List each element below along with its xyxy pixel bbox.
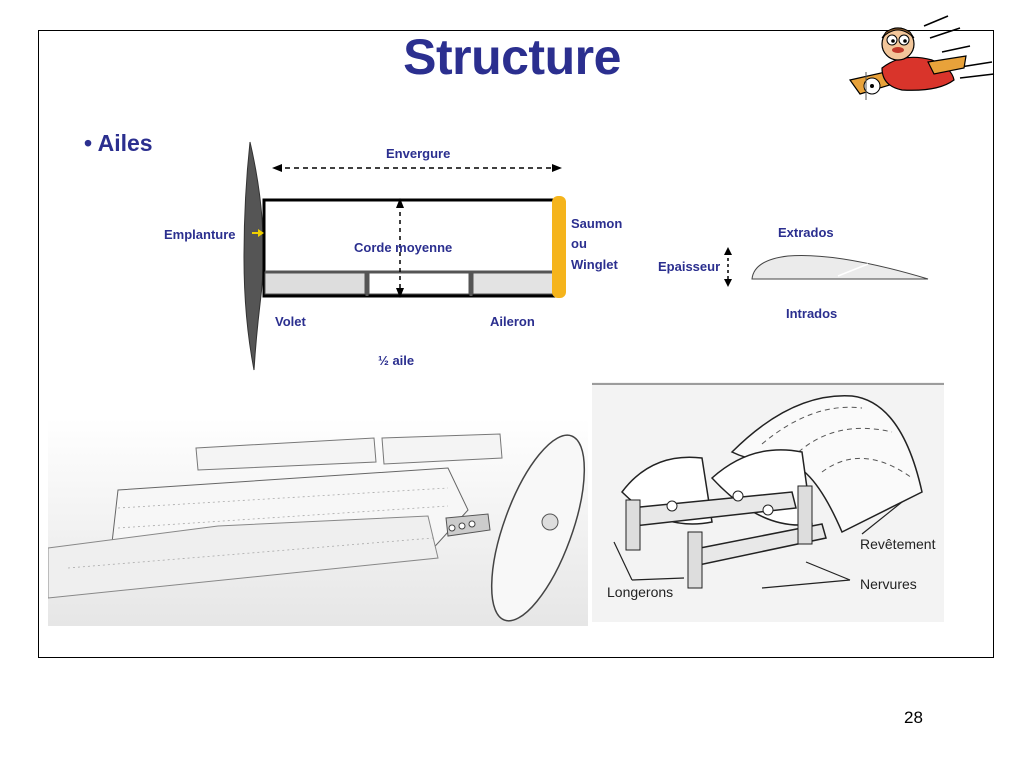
bullet-ailes: • Ailes [84, 130, 153, 156]
pilot-airplane-logo [848, 15, 995, 100]
label-emplanture: Emplanture [164, 227, 236, 242]
flap-volet [264, 271, 366, 295]
label-ou: ou [571, 236, 587, 251]
airfoil-profile-diagram [724, 247, 929, 287]
winglet-shape [552, 196, 566, 298]
label-winglet: Winglet [571, 257, 618, 272]
label-extrados: Extrados [778, 225, 834, 240]
airfoil-shape [751, 255, 929, 280]
middle-section [368, 271, 470, 295]
wing-disassembly-photo [48, 418, 588, 626]
label-intrados: Intrados [786, 306, 838, 321]
label-corde-moyenne: Corde moyenne [354, 240, 453, 255]
page-number: 28 [904, 708, 923, 727]
label-aileron: Aileron [490, 314, 535, 329]
wing-plan-diagram [243, 141, 566, 371]
label-nervures: Nervures [860, 576, 917, 592]
label-longerons: Longerons [607, 584, 674, 600]
fuselage-shape [243, 141, 264, 371]
wing-structure-drawing [592, 382, 944, 622]
label-saumon: Saumon [571, 216, 623, 231]
aileron [472, 271, 554, 295]
label-demi-aile: ½ aile [378, 353, 415, 368]
label-volet: Volet [275, 314, 306, 329]
label-revetement: Revêtement [860, 536, 936, 552]
slide-title: Structure [403, 29, 621, 85]
label-envergure: Envergure [386, 146, 451, 161]
label-epaisseur: Epaisseur [658, 259, 721, 274]
